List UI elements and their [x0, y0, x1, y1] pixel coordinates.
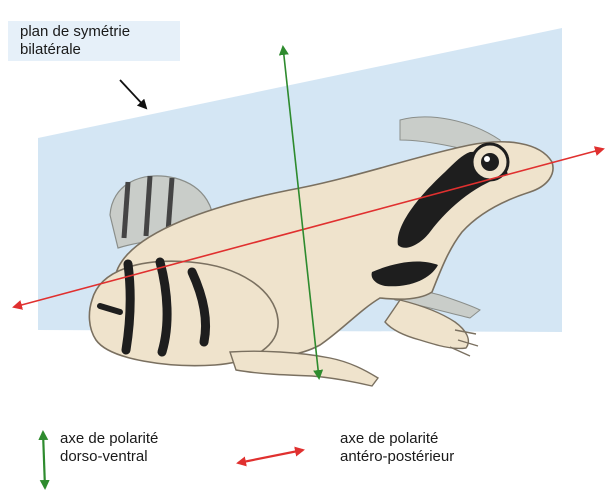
plane-label-line2: bilatérale	[20, 41, 180, 59]
legend-ap-line2: antéro-postérieur	[340, 448, 454, 466]
legend-dv-line1: axe de polarité	[60, 430, 158, 448]
legend-antero-posterior: axe de polarité antéro-postérieur	[340, 430, 454, 466]
legend-dorso-ventral: axe de polarité dorso-ventral	[60, 430, 158, 466]
symmetry-plane-label: plan de symétrie bilatérale	[8, 21, 180, 61]
legend-dv-line2: dorso-ventral	[60, 448, 158, 466]
legend-dorso-ventral-icon	[43, 432, 45, 488]
plane-pointer-arrow	[120, 80, 146, 108]
legend-antero-posterior-icon	[238, 450, 303, 463]
plane-label-line1: plan de symétrie	[20, 23, 180, 41]
legend-ap-line1: axe de polarité	[340, 430, 454, 448]
